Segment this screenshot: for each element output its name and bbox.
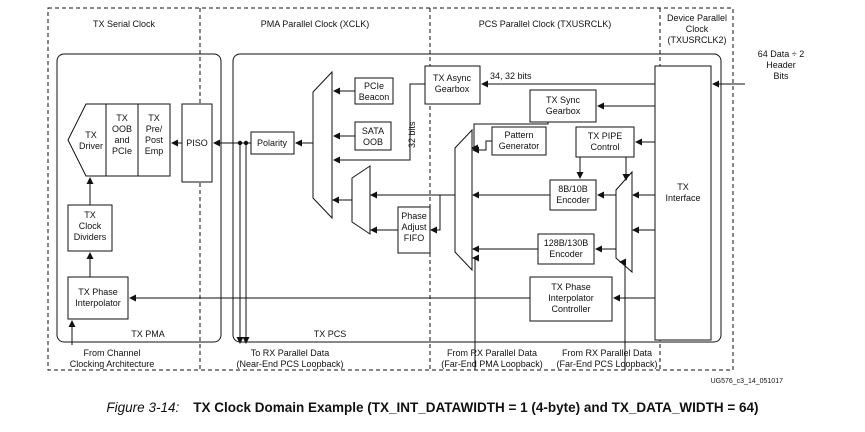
svg-text:(Far-End PCS Loopback): (Far-End PCS Loopback): [556, 359, 657, 369]
svg-text:Header: Header: [766, 60, 796, 70]
svg-text:(Near-End PCS Loopback): (Near-End PCS Loopback): [236, 359, 343, 369]
tx-pre-post-emp-block: [137, 103, 171, 177]
caption-number: Figure 3-14:: [106, 400, 180, 415]
tx-clock-dividers-block: [67, 204, 113, 252]
pma-mux: [312, 70, 333, 220]
svg-text:PISO: PISO: [186, 138, 208, 148]
svg-text:TX: TX: [85, 130, 97, 140]
svg-text:Adjust: Adjust: [401, 222, 427, 232]
svg-text:OOB: OOB: [112, 124, 132, 134]
svg-text:Phase: Phase: [401, 211, 427, 221]
svg-text:OOB: OOB: [363, 137, 383, 147]
svg-text:From RX Parallel Data: From RX Parallel Data: [562, 348, 652, 358]
tx-pipe-control-block: [575, 126, 635, 158]
piso-block: [181, 103, 213, 183]
svg-text:TX: TX: [116, 113, 128, 123]
figure-id: UG576_c3_14_051017: [711, 378, 784, 385]
svg-text:Gearbox: Gearbox: [435, 84, 470, 94]
svg-text:Emp: Emp: [145, 146, 164, 156]
tx-oob-pcie-block: [105, 103, 139, 177]
svg-text:Clock: Clock: [79, 221, 102, 231]
encoder-mux: [615, 170, 633, 274]
tx-pma-label: TX PMA: [131, 329, 165, 339]
pcs-mux: [454, 128, 473, 272]
svg-text:From RX Parallel Data: From RX Parallel Data: [447, 348, 537, 358]
svg-text:TX: TX: [677, 182, 689, 192]
device-clock-label: Device Parallel Clock (TXUSRCLK2): [667, 13, 727, 45]
svg-text:PCIe: PCIe: [112, 146, 132, 156]
tx-driver-block: [67, 103, 107, 177]
from-rx-pcs-label: From RX Parallel Data (Far-End PCS Loopb…: [556, 348, 657, 369]
from-channel-label: From Channel Clocking Architecture: [70, 348, 155, 369]
svg-text:128B/130B: 128B/130B: [544, 238, 589, 248]
tx-pma-region: [56, 53, 222, 343]
svg-text:Controller: Controller: [551, 304, 590, 314]
tx-phase-interpolator-block: [67, 276, 129, 320]
svg-text:Generator: Generator: [499, 141, 540, 151]
fifo-bypass-mux: [351, 165, 371, 235]
tx-phase-interp-controller-block: [529, 276, 613, 322]
serial-clock-label: TX Serial Clock: [93, 19, 156, 29]
svg-text:Beacon: Beacon: [359, 92, 390, 102]
svg-text:Control: Control: [590, 142, 619, 152]
svg-text:SATA: SATA: [362, 126, 384, 136]
svg-text:and: and: [114, 135, 129, 145]
svg-text:Interpolator: Interpolator: [75, 298, 121, 308]
svg-text:Driver: Driver: [79, 141, 103, 151]
svg-text:TX Async: TX Async: [433, 73, 472, 83]
svg-text:Polarity: Polarity: [257, 138, 288, 148]
caption-title: TX Clock Domain Example (TX_INT_DATAWIDT…: [193, 400, 759, 415]
enc-128b130b-block: [537, 233, 595, 265]
tx-async-gearbox-block: [424, 65, 481, 105]
svg-text:TX PIPE: TX PIPE: [588, 131, 623, 141]
tx-interface-block: [654, 65, 712, 341]
svg-text:Clock: Clock: [686, 24, 709, 34]
svg-text:TX Phase: TX Phase: [551, 282, 591, 292]
svg-text:To RX Parallel Data: To RX Parallel Data: [251, 348, 330, 358]
svg-text:TX Phase: TX Phase: [78, 287, 118, 297]
svg-text:Interpolator: Interpolator: [548, 293, 594, 303]
pcie-beacon-block: [354, 77, 394, 105]
connections: [68, 80, 745, 370]
pattern-generator-block: [491, 126, 547, 156]
svg-text:Device Parallel: Device Parallel: [667, 13, 727, 23]
svg-text:Encoder: Encoder: [549, 249, 583, 259]
to-rx-label: To RX Parallel Data (Near-End PCS Loopba…: [236, 348, 343, 369]
pma-width-label: 32 bits: [407, 121, 417, 148]
pcs-clock-label: PCS Parallel Clock (TXUSRCLK): [479, 19, 612, 29]
svg-text:(Far-End PMA Loopback): (Far-End PMA Loopback): [441, 359, 543, 369]
tx-sync-gearbox-block: [529, 89, 597, 123]
svg-text:Clocking Architecture: Clocking Architecture: [70, 359, 155, 369]
svg-text:PCIe: PCIe: [364, 81, 384, 91]
svg-text:(TXUSRCLK2): (TXUSRCLK2): [667, 35, 726, 45]
svg-text:Gearbox: Gearbox: [546, 106, 581, 116]
pma-clock-label: PMA Parallel Clock (XCLK): [261, 19, 370, 29]
svg-text:TX Sync: TX Sync: [546, 95, 581, 105]
input-data-label: 64 Data ÷ 2 Header Bits: [758, 49, 804, 81]
svg-text:Encoder: Encoder: [556, 195, 590, 205]
svg-text:From Channel: From Channel: [83, 348, 140, 358]
svg-text:Interface: Interface: [665, 193, 700, 203]
svg-text:Post: Post: [145, 135, 164, 145]
svg-text:TX: TX: [148, 113, 160, 123]
svg-text:FIFO: FIFO: [404, 233, 425, 243]
svg-text:Pre/: Pre/: [146, 124, 163, 134]
enc-8b10b-block: [549, 179, 597, 211]
async-width-label: 34, 32 bits: [490, 71, 532, 81]
figure-caption: Figure 3-14: TX Clock Domain Example (TX_…: [0, 400, 865, 415]
svg-text:Pattern: Pattern: [504, 130, 533, 140]
svg-text:64 Data ÷ 2: 64 Data ÷ 2: [758, 49, 804, 59]
tx-pcs-label: TX PCS: [314, 329, 347, 339]
from-rx-pma-label: From RX Parallel Data (Far-End PMA Loopb…: [441, 348, 543, 369]
svg-text:Dividers: Dividers: [74, 232, 107, 242]
svg-text:Bits: Bits: [773, 71, 789, 81]
svg-text:TX: TX: [84, 210, 96, 220]
tx-pcs-region: [232, 53, 722, 343]
svg-text:8B/10B: 8B/10B: [558, 184, 588, 194]
